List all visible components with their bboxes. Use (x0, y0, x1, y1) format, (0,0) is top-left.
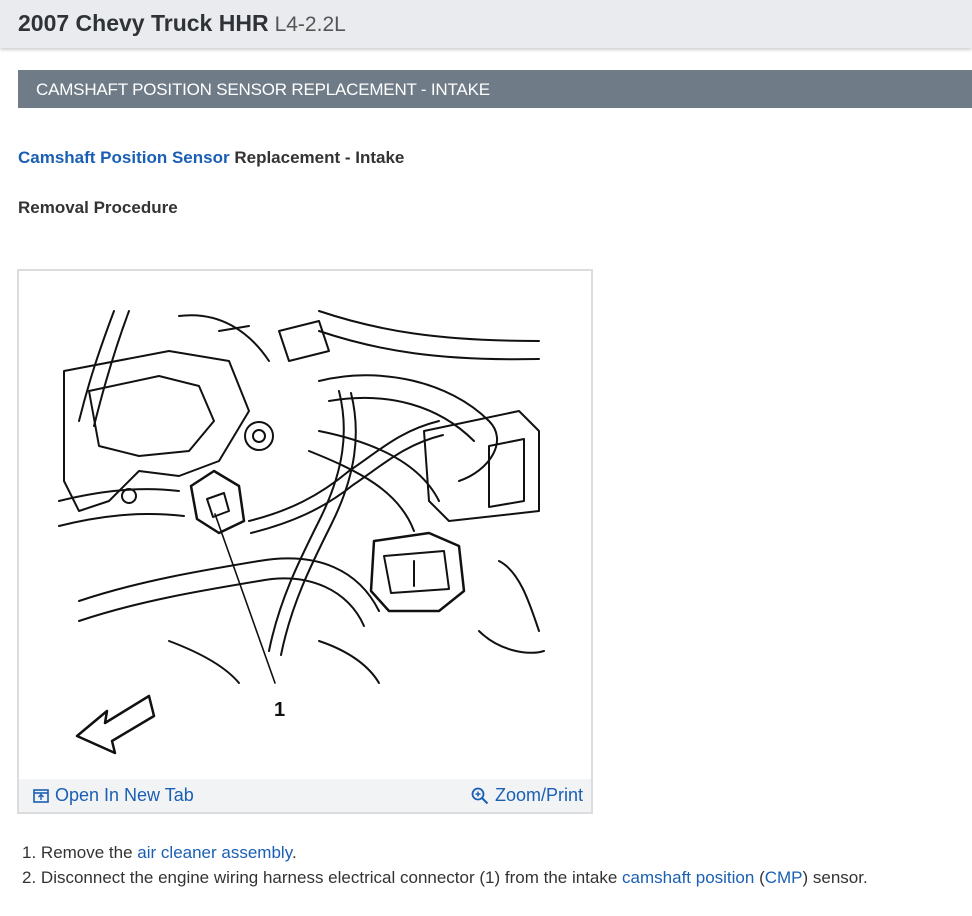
section-header: CAMSHAFT POSITION SENSOR REPLACEMENT - I… (18, 70, 972, 108)
step-text: Remove the (36, 843, 138, 862)
camshaft-position-link[interactable]: camshaft position (622, 868, 755, 887)
engine-spec: L4-2.2L (274, 13, 346, 36)
figure-toolbar: Open In New Tab Zoom/Print (19, 779, 591, 812)
step-text-mid: ( (754, 868, 765, 887)
step-1: 1. Remove the air cleaner assembly. (22, 840, 868, 865)
removal-procedure-label: Removal Procedure (18, 198, 178, 217)
zoom-print-label: Zoom/Print (494, 785, 583, 805)
procedure-steps: 1. Remove the air cleaner assembly. 2. D… (22, 840, 868, 890)
procedure-figure: 1 Open In New Tab Zoom/Print (17, 269, 593, 814)
step-2: 2. Disconnect the engine wiring harness … (22, 865, 868, 890)
air-cleaner-link[interactable]: air cleaner assembly (137, 843, 292, 862)
zoom-icon (471, 787, 489, 804)
step-text-end: . (291, 843, 297, 862)
procedure-heading: Camshaft Position Sensor Replacement - I… (18, 148, 404, 168)
new-tab-icon (33, 788, 49, 803)
callout-number: 1 (274, 699, 285, 721)
step-number: 1. (22, 843, 37, 862)
engine-illustration: 1 (58, 300, 545, 755)
open-in-new-tab-button[interactable]: Open In New Tab (33, 785, 194, 806)
heading-rest: Replacement - Intake (229, 148, 405, 167)
zoom-print-button[interactable]: Zoom/Print (471, 785, 583, 806)
step-text: Disconnect the engine wiring harness ele… (36, 868, 623, 887)
step-number: 2. (22, 868, 37, 887)
open-in-new-tab-label: Open In New Tab (55, 785, 194, 805)
vehicle-name: 2007 Chevy Truck HHR (18, 10, 269, 36)
section-title: CAMSHAFT POSITION SENSOR REPLACEMENT - I… (36, 80, 490, 99)
cmp-link[interactable]: CMP (764, 868, 803, 887)
step-text-end: ) sensor. (802, 868, 868, 887)
camshaft-sensor-link[interactable]: Camshaft Position Sensor (18, 148, 230, 167)
